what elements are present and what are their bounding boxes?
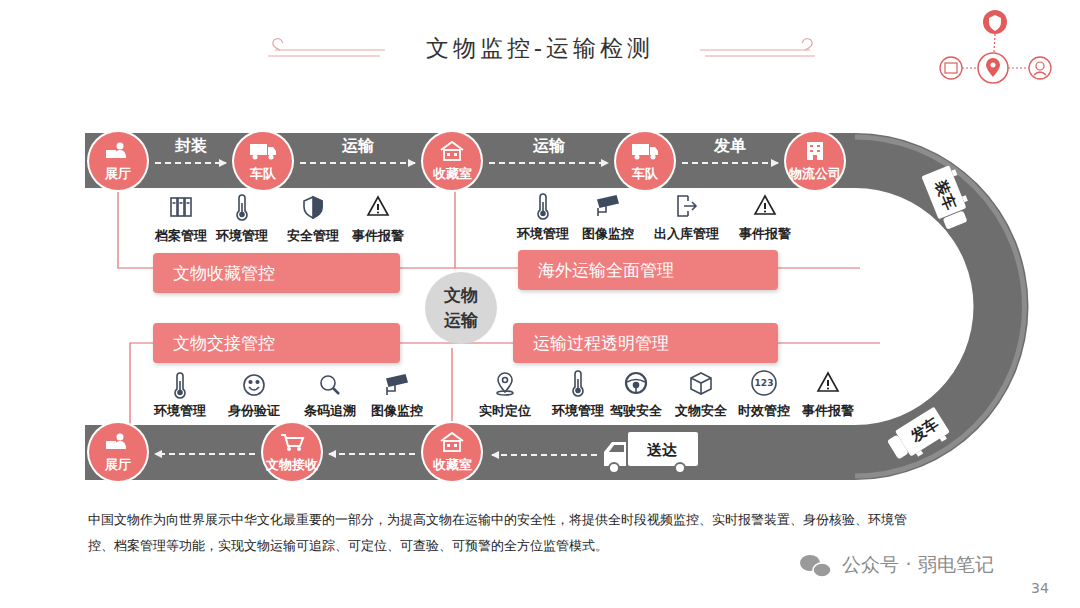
feature-label: 环境管理 — [552, 403, 604, 420]
stage-icon — [104, 141, 132, 161]
feature-label: 实时定位 — [479, 403, 531, 420]
stage-label: 物流公司 — [786, 166, 844, 183]
category-box: 文物交接管控 — [153, 323, 400, 363]
category-box: 文物收藏管控 — [153, 253, 400, 293]
leader-lines — [118, 190, 880, 425]
feature-label: 出入库管理 — [654, 226, 719, 243]
stage-icon — [438, 141, 466, 161]
warn-icon — [755, 196, 775, 214]
feature-label: 事件报警 — [802, 403, 854, 420]
watermark: 公众号 · 弱电笔记 — [842, 552, 993, 578]
caption: 中国文物作为向世界展示中华文化最重要的一部分，为提高文物在运输中的安全性，将提供… — [88, 507, 923, 559]
feature-label: 身份验证 — [228, 403, 280, 420]
stage-label: 车队 — [234, 166, 292, 183]
thermo-icon — [237, 195, 247, 220]
flow-label: 运输 — [342, 136, 374, 157]
flow-label: 封装 — [175, 136, 207, 157]
flow-arrow — [329, 453, 415, 455]
clock-icon — [752, 371, 776, 395]
pin-icon — [497, 373, 513, 395]
road — [85, 133, 1029, 480]
flow-arrow — [300, 162, 415, 164]
smile-icon — [244, 375, 264, 395]
truck — [604, 432, 698, 473]
hub-circle: 文物运输 — [425, 272, 497, 344]
stage-label: 车队 — [616, 166, 674, 183]
delivery-arrow — [492, 454, 597, 456]
truck — [921, 164, 975, 231]
feature-label: 环境管理 — [154, 403, 206, 420]
wechat-icon — [800, 555, 831, 577]
shield-icon — [304, 197, 322, 218]
road-edge — [855, 137, 1024, 476]
stage-circle: 车队 — [616, 132, 674, 190]
stage-circle: 物流公司 — [786, 132, 844, 190]
stage-label: 收藏室 — [423, 166, 481, 183]
category-box: 海外运输全面管理 — [518, 250, 778, 290]
stage-icon — [249, 141, 277, 161]
thermo-icon — [573, 371, 583, 396]
stage-circle: 收藏室 — [423, 423, 481, 481]
stage-label: 展厅 — [89, 457, 147, 474]
box-icon — [691, 373, 711, 394]
feature-label: 文物安全 — [675, 403, 727, 420]
flow-arrow — [682, 162, 778, 164]
stage-circle: 收藏室 — [423, 132, 481, 190]
stage-icon — [801, 141, 829, 161]
stage-icon — [278, 432, 306, 452]
truck — [885, 407, 952, 467]
camera-icon — [387, 375, 407, 395]
feature-label: 驾驶安全 — [610, 403, 662, 420]
feature-label: 环境管理 — [216, 228, 268, 245]
feature-label: 图像监控 — [371, 403, 423, 420]
feature-label: 条码追溯 — [304, 403, 356, 420]
truck-label: 装车 — [931, 178, 960, 213]
flow-arrow — [489, 162, 608, 164]
stage-icon — [631, 141, 659, 161]
box-label: 海外运输全面管理 — [538, 259, 674, 282]
door-icon — [678, 196, 696, 216]
logo-cluster — [940, 10, 1051, 83]
warn-icon — [368, 197, 388, 215]
stage-circle: 展厅 — [89, 132, 147, 190]
box-label: 文物交接管控 — [173, 332, 275, 355]
hub-label: 文物运输 — [443, 283, 479, 334]
wheel-icon — [626, 373, 646, 393]
stage-circle: 展厅 — [89, 423, 147, 481]
box-label: 文物收藏管控 — [173, 262, 275, 285]
stage-label: 文物接收 — [263, 457, 321, 474]
stage-circle: 文物接收 — [263, 423, 321, 481]
slide-title: 文物监控-运输检测 — [426, 33, 654, 64]
icon-number: 123 — [755, 378, 774, 388]
stage-label: 收藏室 — [423, 457, 481, 474]
search-icon — [321, 376, 339, 394]
feature-label: 安全管理 — [287, 228, 339, 245]
stage-circle: 车队 — [234, 132, 292, 190]
thermo-icon — [538, 194, 548, 219]
flow-label: 运输 — [533, 136, 565, 157]
thermo-icon — [175, 373, 185, 398]
flow-arrow — [155, 453, 255, 455]
stage-label: 展厅 — [89, 166, 147, 183]
feature-label: 时效管控 — [738, 403, 790, 420]
archive-icon — [171, 198, 191, 216]
page-number: 34 — [1031, 580, 1049, 596]
camera-icon — [598, 196, 618, 216]
feature-label: 图像监控 — [582, 226, 634, 243]
truck-label: 发车 — [907, 414, 943, 446]
warn-icon — [818, 373, 838, 391]
flow-arrow — [155, 162, 226, 164]
stage-icon — [438, 432, 466, 452]
feature-label: 事件报警 — [739, 226, 791, 243]
stage-icon — [104, 432, 132, 452]
feature-label: 环境管理 — [517, 226, 569, 243]
feature-label: 事件报警 — [352, 228, 404, 245]
feature-label: 档案管理 — [155, 228, 207, 245]
flow-label: 发单 — [714, 136, 746, 157]
category-box: 运输过程透明管理 — [513, 323, 778, 363]
truck-label: 送达 — [647, 441, 677, 460]
box-label: 运输过程透明管理 — [533, 332, 669, 355]
